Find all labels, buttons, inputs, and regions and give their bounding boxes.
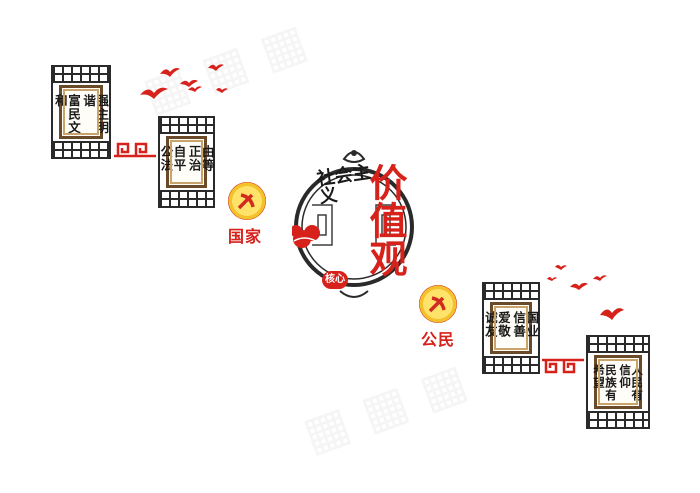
value-column: 富民文和 bbox=[52, 94, 81, 135]
value-column: 国业信善 bbox=[511, 311, 540, 338]
value-plaque: 强主明谐 富民文和 bbox=[53, 85, 109, 139]
lattice-bottom bbox=[484, 356, 538, 372]
birds-decoration bbox=[547, 265, 624, 320]
value-plaque: 由等正治 自平公法 bbox=[158, 136, 215, 188]
value-plaque: 人民有信仰 民族有希望 bbox=[591, 355, 645, 409]
value-plaque: 国业信善 爱敬诚友 bbox=[483, 302, 539, 354]
watermark: ▦ ▦ ▦ bbox=[295, 352, 474, 464]
party-emblem-icon bbox=[419, 285, 457, 323]
value-column: 民族有希望 bbox=[591, 364, 618, 402]
value-column: 强主明谐 bbox=[81, 94, 110, 135]
center-main-text: 价值观 bbox=[363, 163, 408, 277]
country-label: 国家 bbox=[228, 227, 263, 246]
lattice-bottom bbox=[160, 190, 213, 206]
birds-decoration bbox=[140, 64, 228, 99]
core-values-medallion: 社会主义 价值观 核心 bbox=[292, 145, 416, 301]
center-seal: 核心 bbox=[322, 271, 348, 289]
fret-connector bbox=[114, 142, 156, 158]
center-seal-text: 核心 bbox=[325, 274, 345, 285]
lattice-bottom bbox=[53, 141, 109, 157]
value-panel-2: 由等正治 自平公法 bbox=[158, 116, 215, 208]
fret-connector bbox=[542, 358, 584, 374]
value-column: 爱敬诚友 bbox=[482, 311, 511, 338]
citizen-label: 公民 bbox=[421, 330, 456, 349]
value-column: 由等正治 bbox=[186, 145, 215, 172]
value-column: 自平公法 bbox=[158, 145, 187, 172]
lattice-top bbox=[484, 284, 538, 300]
value-panel-1: 强主明谐 富民文和 bbox=[51, 65, 111, 159]
lattice-top bbox=[53, 67, 109, 83]
party-emblem-icon bbox=[228, 182, 266, 220]
value-panel-3: 国业信善 爱敬诚友 bbox=[482, 282, 540, 374]
medallion-frame bbox=[292, 150, 414, 298]
lattice-bottom bbox=[588, 411, 648, 427]
lattice-top bbox=[588, 337, 648, 353]
value-panel-4: 人民有信仰 民族有希望 bbox=[586, 335, 650, 429]
lattice-top bbox=[160, 118, 213, 134]
value-column: 人民有信仰 bbox=[618, 364, 645, 402]
